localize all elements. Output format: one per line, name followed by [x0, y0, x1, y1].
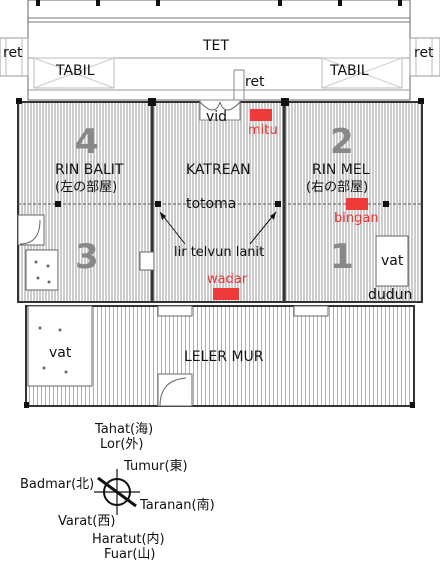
- label-bingan: bingan: [334, 211, 379, 226]
- label-vid: vid: [206, 109, 228, 125]
- room-number-1: 1: [330, 237, 354, 277]
- compass-lor: Lor(外): [100, 437, 144, 452]
- label-vat-right: vat: [381, 253, 404, 269]
- label-leler-mur: LELER MUR: [184, 349, 264, 365]
- kitchen-area: [24, 305, 415, 408]
- label-rin-mel: RIN MEL: [312, 162, 370, 178]
- label-rin-balit: RIN BALIT: [55, 162, 124, 178]
- label-tet: TET: [203, 38, 229, 54]
- label-katrean: KATREAN: [186, 162, 251, 178]
- label-ret-center: ret: [245, 74, 265, 90]
- wadar-marker: [213, 288, 239, 300]
- room-number-4: 4: [75, 122, 99, 162]
- label-ret-left: ret: [3, 45, 23, 61]
- label-tabil-right: TABIL: [330, 63, 369, 79]
- bingan-marker: [346, 198, 368, 210]
- compass-tahat: Tahat(海): [95, 422, 154, 437]
- compass-taranan: Taranan(南): [140, 498, 215, 513]
- label-mitu: mitu: [248, 123, 278, 138]
- label-ret-right: ret: [414, 45, 434, 61]
- label-rin-balit-jp: (左の部屋): [55, 180, 118, 195]
- label-tabil-left: TABIL: [56, 63, 95, 79]
- label-totoma: totoma: [186, 196, 237, 212]
- veranda: [0, 0, 440, 101]
- room-number-2: 2: [330, 122, 354, 162]
- label-lir-telvun-lanit: lir telvun lanit: [174, 245, 265, 260]
- mitu-marker: [250, 109, 272, 121]
- compass-haratut: Haratut(内): [92, 532, 165, 547]
- room-number-3: 3: [75, 237, 99, 277]
- compass-fuar: Fuar(山): [104, 547, 156, 562]
- compass-badmar: Badmar(北): [20, 477, 95, 492]
- compass-tumur: Tumur(東): [124, 459, 188, 474]
- label-dudun: dudun: [368, 287, 413, 303]
- label-rin-mel-jp: (右の部屋): [306, 180, 369, 195]
- compass-varat: Varat(西): [58, 514, 116, 529]
- label-vat-left: vat: [49, 345, 72, 361]
- label-wadar: wadar: [207, 272, 248, 287]
- compass-icon: [94, 469, 140, 515]
